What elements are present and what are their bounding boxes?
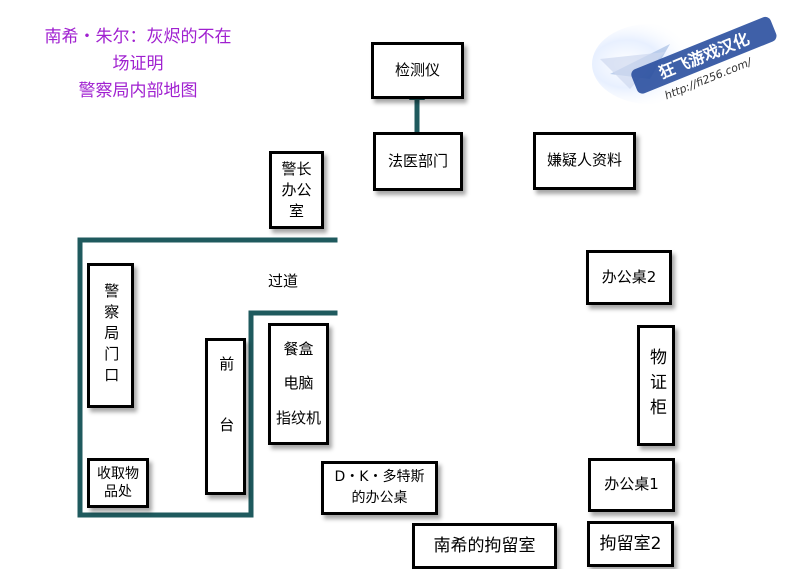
room-detector[interactable]: 检测仪 xyxy=(371,42,464,99)
room-detector-label: 检测仪 xyxy=(394,60,440,79)
room-forensics[interactable]: 法医部门 xyxy=(373,132,463,191)
room-desk-2[interactable]: 办公桌2 xyxy=(586,250,672,305)
lunchbox-label: 餐盒 xyxy=(283,339,314,358)
room-evidence-cabinet[interactable]: 物证柜 xyxy=(637,325,675,446)
computer-label: 电脑 xyxy=(283,374,314,393)
room-pickup-label: 收取物品处 xyxy=(97,465,139,500)
room-desk-2-label: 办公桌2 xyxy=(601,267,657,286)
room-nancy-cell-label: 南希的拘留室 xyxy=(433,535,536,556)
room-desk-1[interactable]: 办公桌1 xyxy=(588,458,675,512)
hallway-label: 过道 xyxy=(267,271,298,290)
room-cell-2[interactable]: 拘留室2 xyxy=(587,521,674,567)
room-cell-2-label: 拘留室2 xyxy=(599,533,662,554)
room-dk-desk[interactable]: D・K・多特斯的办公桌 xyxy=(321,461,438,515)
title-line-2: 场证明 xyxy=(112,54,164,74)
map-title: 南希・朱尔：灰烬的不在 场证明 警察局内部地图 xyxy=(8,24,268,105)
room-forensics-label: 法医部门 xyxy=(387,151,448,170)
room-suspect-files[interactable]: 嫌疑人资料 xyxy=(533,132,636,190)
fingerprint-label: 指纹机 xyxy=(275,408,321,427)
room-reception[interactable]: 前台 xyxy=(205,338,246,495)
room-entrance-label: 警察局门口 xyxy=(102,283,121,388)
room-evidence-cabinet-label: 物证柜 xyxy=(646,348,667,423)
room-desk-1-label: 办公桌1 xyxy=(604,475,659,494)
room-suspect-files-label: 嫌疑人资料 xyxy=(546,151,622,170)
room-pickup[interactable]: 收取物品处 xyxy=(87,458,149,508)
room-dk-desk-label: D・K・多特斯的办公桌 xyxy=(334,469,425,506)
room-entrance[interactable]: 警察局门口 xyxy=(87,263,134,408)
room-equipment[interactable]: 餐盒 电脑 指纹机 xyxy=(268,323,329,445)
room-chief-office-label: 警长办公室 xyxy=(281,159,312,220)
room-chief-office[interactable]: 警长办公室 xyxy=(269,151,324,229)
room-reception-label: 前台 xyxy=(217,355,236,478)
title-line-3: 警察局内部地图 xyxy=(78,81,198,101)
room-nancy-cell[interactable]: 南希的拘留室 xyxy=(412,523,557,569)
site-logo: 狂飞游戏汉化 http://fi256.com/ xyxy=(590,4,782,114)
title-line-1: 南希・朱尔：灰烬的不在 xyxy=(44,27,232,47)
